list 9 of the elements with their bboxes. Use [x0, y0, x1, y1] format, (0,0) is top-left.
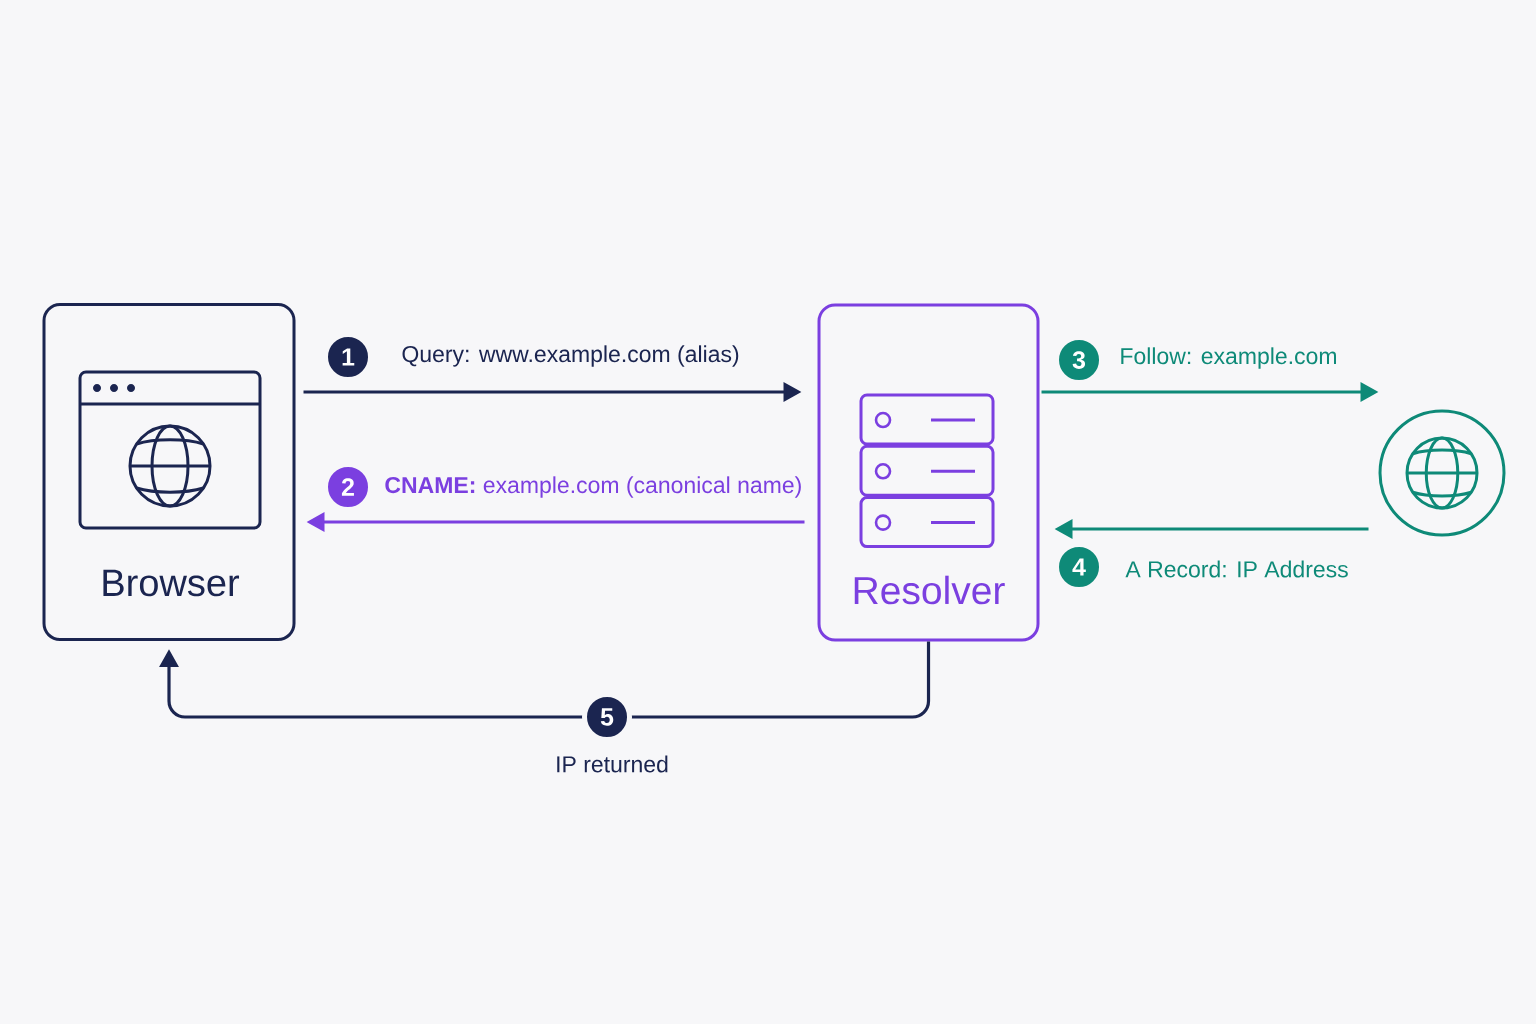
globe-circle: [1378, 409, 1506, 537]
browser-box: Browser: [42, 303, 296, 641]
resolver-box: Resolver: [817, 303, 1040, 642]
edge-label: Follow: example.com: [1117, 345, 1340, 371]
edge-label: A Record: IP Address: [1123, 558, 1351, 580]
edge-label: Query: www.example.com (alias): [399, 343, 742, 369]
edge-label: IP returned: [553, 753, 671, 775]
edge-label: CNAME: example.com (canonical name): [382, 474, 805, 500]
arrow: [159, 641, 931, 719]
